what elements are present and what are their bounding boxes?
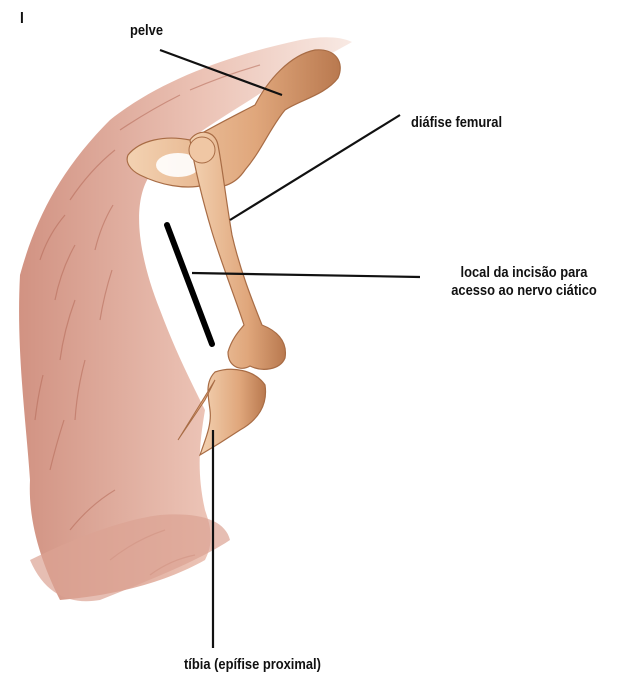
incision-mark [167, 225, 212, 344]
label-incision-line1: local da incisão para [438, 264, 610, 282]
femoral-head [189, 137, 215, 163]
label-tibia: tíbia (epífise proximal) [184, 656, 321, 674]
label-femur-shaft: diáfise femural [411, 114, 502, 132]
label-incision-line2: acesso ao nervo ciático [438, 282, 610, 300]
label-pelvis: pelve [130, 22, 163, 40]
label-incision-site: local da incisão para acesso ao nervo ci… [438, 264, 610, 300]
figure-number: I [20, 10, 24, 28]
tibia-bone [200, 369, 266, 455]
